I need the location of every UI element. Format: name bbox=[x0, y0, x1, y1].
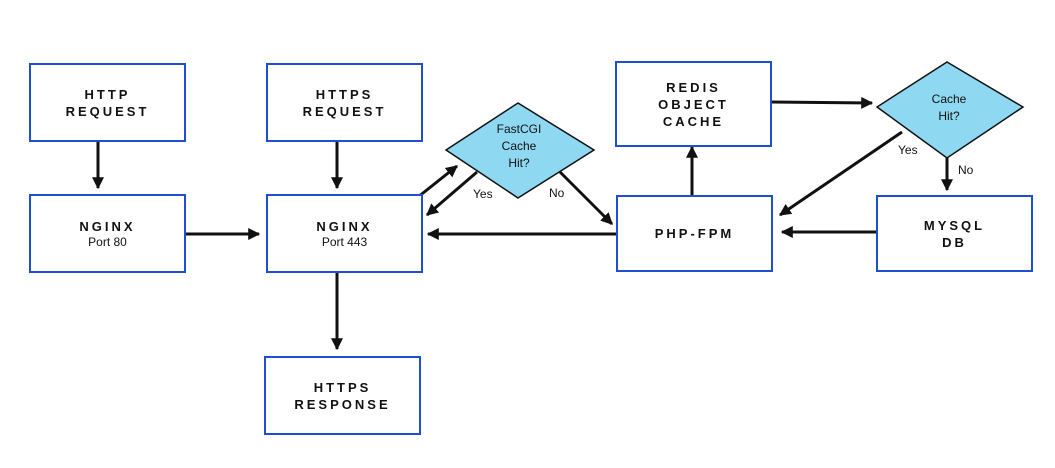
redis-object-cache-box: REDIS OBJECT CACHE bbox=[615, 61, 772, 147]
nginx-port-443-subtitle: Port 443 bbox=[321, 235, 368, 249]
redis-decision-line-2: Hit? bbox=[938, 109, 960, 123]
edge-nginx-443-to-fastcgi-decision bbox=[417, 164, 458, 199]
fastcgi-cache-decision: FastCGI Cache Hit? bbox=[444, 102, 596, 199]
nginx-port-80-title: NGINX bbox=[79, 219, 136, 234]
fastcgi-decision-line-3: Hit? bbox=[508, 156, 530, 170]
nginx-port-443-title: NGINX bbox=[316, 219, 373, 234]
https-response-title: HTTPS RESPONSE bbox=[294, 379, 391, 412]
redis-cache-yes-label: Yes bbox=[898, 143, 918, 157]
http-request-title: HTTP REQUEST bbox=[65, 86, 150, 119]
fastcgi-decision-line-2: Cache bbox=[502, 139, 537, 153]
http-request-box: HTTP REQUEST bbox=[29, 63, 186, 142]
edge-redis-to-cache-decision bbox=[770, 96, 874, 109]
edge-fastcgi-no-to-php-fpm bbox=[558, 170, 614, 226]
redis-cache-no-label: No bbox=[958, 163, 974, 177]
mysql-db-title: MYSQL DB bbox=[923, 217, 986, 250]
fastcgi-no-label: No bbox=[549, 186, 565, 200]
php-fpm-title: PHP-FPM bbox=[654, 226, 735, 241]
https-request-box: HTTPS REQUEST bbox=[266, 63, 423, 142]
fastcgi-yes-label: Yes bbox=[473, 187, 493, 201]
mysql-db-box: MYSQL DB bbox=[876, 195, 1033, 272]
https-response-box: HTTPS RESPONSE bbox=[264, 356, 421, 435]
redis-decision-line-1: Cache bbox=[932, 92, 967, 106]
nginx-port-443-box: NGINX Port 443 bbox=[266, 194, 423, 273]
edge-cache-yes-to-php-fpm bbox=[779, 130, 903, 217]
fastcgi-decision-line-1: FastCGI bbox=[497, 122, 542, 136]
nginx-port-80-box: NGINX Port 80 bbox=[29, 194, 186, 273]
php-fpm-box: PHP-FPM bbox=[616, 195, 773, 272]
nginx-port-80-subtitle: Port 80 bbox=[88, 235, 127, 249]
https-request-title: HTTPS REQUEST bbox=[302, 86, 387, 119]
edge-fastcgi-yes-to-nginx-443 bbox=[426, 170, 478, 217]
redis-object-cache-title: REDIS OBJECT CACHE bbox=[658, 79, 729, 129]
